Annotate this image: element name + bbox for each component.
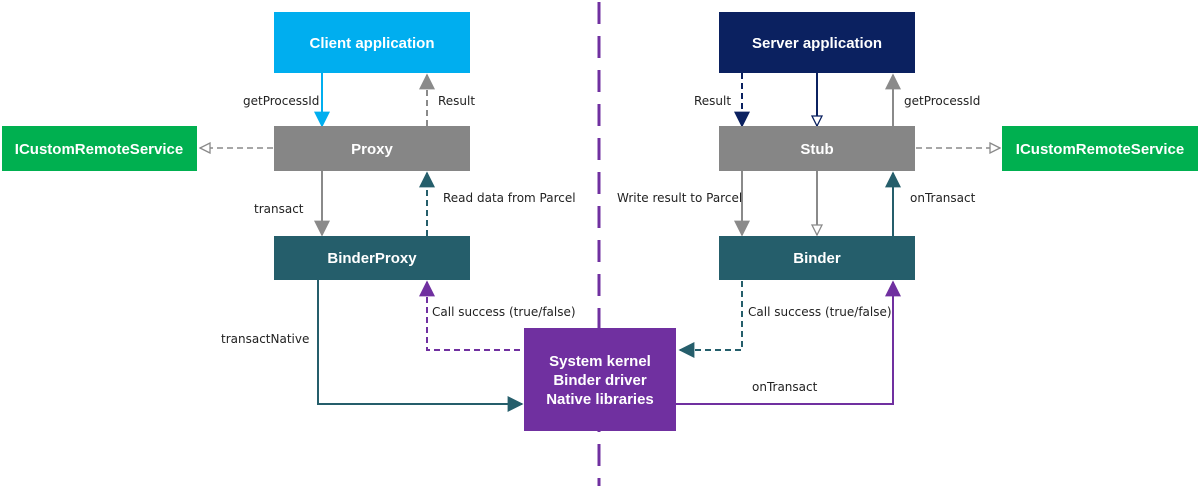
label-on-transact-bottom: onTransact <box>752 380 818 394</box>
binder-proxy-label: BinderProxy <box>327 250 417 267</box>
label-result-right: Result <box>694 94 731 108</box>
label-write-result: Write result to Parcel <box>617 191 742 205</box>
proxy-box: Proxy <box>274 126 470 171</box>
service-left-box: ICustomRemoteService <box>2 126 197 171</box>
arrow-transact-native <box>317 280 524 412</box>
label-result-left: Result <box>438 94 475 108</box>
service-right-box: ICustomRemoteService <box>1002 126 1198 171</box>
stub-label: Stub <box>800 141 833 158</box>
client-application-label: Client application <box>309 35 434 52</box>
proxy-label: Proxy <box>351 141 393 158</box>
kernel-line-1: System kernel <box>549 353 651 370</box>
service-right-label: ICustomRemoteService <box>1016 141 1184 158</box>
kernel-line-2: Binder driver <box>553 372 647 389</box>
server-application-label: Server application <box>752 35 882 52</box>
label-transact: transact <box>254 202 304 216</box>
system-kernel-box: System kernel Binder driver Native libra… <box>524 328 676 431</box>
service-left-label: ICustomRemoteService <box>15 141 183 158</box>
server-application-box: Server application <box>719 12 915 73</box>
arrow-call-success-right <box>678 281 743 358</box>
label-read-data: Read data from Parcel <box>443 191 576 205</box>
label-call-success-right: Call success (true/false) <box>748 305 892 319</box>
binder-label: Binder <box>793 250 841 267</box>
label-transact-native: transactNative <box>221 332 309 346</box>
stub-box: Stub <box>719 126 915 171</box>
binder-proxy-box: BinderProxy <box>274 236 470 280</box>
kernel-line-3: Native libraries <box>546 391 654 408</box>
arrow-call-success-left <box>419 280 520 351</box>
binder-box: Binder <box>719 236 915 280</box>
arrow-on-transact-bottom <box>676 280 901 405</box>
label-call-success-left: Call success (true/false) <box>432 305 576 319</box>
client-application-box: Client application <box>274 12 470 73</box>
label-get-process-id-right: getProcessId <box>904 94 980 108</box>
label-on-transact-right: onTransact <box>910 191 976 205</box>
label-get-process-id-left: getProcessId <box>243 94 319 108</box>
